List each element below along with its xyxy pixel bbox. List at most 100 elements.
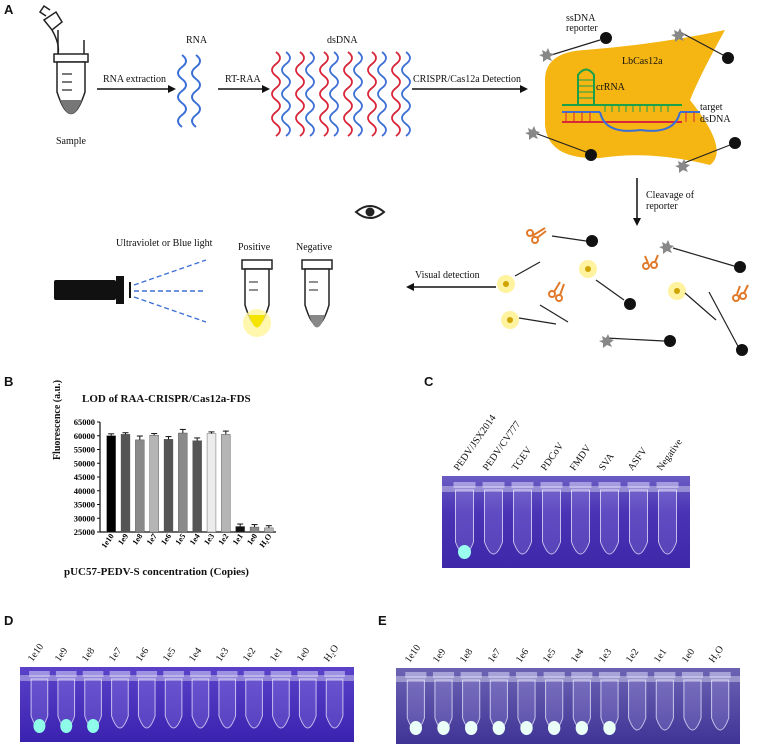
scissors-icon: [526, 227, 749, 302]
tube: [455, 489, 474, 555]
chart-ytick-label: 60000: [74, 431, 95, 441]
chart-ytick-label: 50000: [74, 458, 95, 468]
tube-label: 1e6: [513, 646, 531, 665]
chart-xtick-label: 1e8: [130, 532, 144, 547]
fluorescent-signal: [575, 721, 589, 735]
tube-label: 1e3: [596, 646, 614, 665]
tube-label: Negative: [654, 437, 685, 473]
label-sample: Sample: [56, 136, 86, 147]
chart-bar: [106, 435, 116, 533]
chart-xtick-label: 1e3: [202, 532, 216, 547]
tube-label: H₂O: [707, 643, 727, 665]
label-rt-raa: RT-RAA: [225, 74, 261, 85]
fluorescent-signal: [547, 721, 561, 735]
crrna-target-duplex: [562, 68, 700, 132]
chart-bar: [120, 434, 131, 533]
chart-title: LOD of RAA-CRISPR/Cas12a-FDS: [82, 393, 251, 405]
fluorescent-signal: [464, 721, 478, 735]
tube-label: 1e6: [133, 645, 152, 664]
tube-label: 1e4: [568, 646, 587, 665]
tube-label: 1e10: [26, 641, 47, 664]
tube-label: PDCoV: [538, 440, 566, 473]
tube: [164, 678, 183, 729]
tube-label: 1e9: [430, 646, 448, 665]
label-target: target: [700, 102, 723, 113]
panel-label-e: E: [378, 613, 387, 628]
tube-label: 1e4: [187, 645, 205, 664]
chart-bar: [221, 434, 231, 533]
tube-label: 1e8: [80, 645, 98, 664]
panel-label-b: B: [4, 374, 14, 389]
label-rna: RNA: [186, 35, 208, 46]
tube-label: 1e9: [53, 645, 71, 664]
tube: [325, 678, 344, 729]
tube: [571, 489, 590, 555]
cas12a-protein-shape: [545, 30, 725, 165]
chart-xtick-label: 1e4: [188, 532, 202, 547]
tube-label: 1e10: [402, 642, 423, 665]
tube: [137, 678, 156, 729]
tube-label: 1e3: [214, 645, 232, 664]
label-crispr-detection: CRISPR/Cas12a Detection: [413, 74, 522, 85]
chart-bar: [206, 433, 217, 533]
tube: [655, 679, 674, 731]
tube-label: 1e7: [485, 646, 504, 665]
fluorescent-signal: [33, 719, 46, 733]
chart-bar: [235, 526, 245, 533]
specificity-tubes-photo: [442, 476, 690, 568]
negative-tube-icon: [301, 259, 333, 328]
chart-bar: [264, 527, 274, 533]
chart-xtick-label: 1e10: [100, 532, 116, 550]
eye-icon: [354, 205, 386, 219]
chart-xtick-label: 1e6: [159, 532, 173, 547]
panel-label-c: C: [424, 374, 434, 389]
tube-label: 1e8: [458, 646, 476, 665]
lod-tubes-photo-uv: [396, 668, 740, 744]
tube: [542, 489, 561, 555]
tube-label: 1e5: [541, 646, 559, 665]
tube-label: SVA: [596, 451, 617, 473]
chart-bar: [249, 526, 260, 533]
cleaved-reporters-scene: [497, 227, 749, 356]
chart-xlabel: pUC57-PEDV-S concentration (Copies): [64, 566, 249, 578]
chart-ytick-label: 40000: [74, 486, 95, 496]
chart-ytick-label: 45000: [74, 472, 95, 482]
lod-tubes-photo-blue: [20, 667, 354, 742]
label-dsdna: dsDNA: [327, 35, 358, 46]
tube: [484, 489, 503, 555]
positive-tube-icon: [241, 259, 273, 337]
tube: [683, 679, 702, 731]
fluorescent-signal: [603, 721, 616, 735]
chart-bar: [149, 435, 159, 533]
tube: [629, 489, 648, 555]
fluorescent-signal: [87, 719, 100, 733]
fluorescent-signal: [409, 721, 423, 735]
chart-bar: [192, 440, 202, 533]
chart-ytick-label: 25000: [74, 527, 95, 537]
chart-bar: [135, 439, 145, 533]
fluorescent-signal: [60, 719, 73, 733]
label-visual-detection: Visual detection: [415, 270, 480, 281]
label-ssdna-reporter: ssDNA reporter: [566, 13, 598, 34]
label-target-dsdna: dsDNA: [700, 114, 731, 125]
tube-label: ASFV: [625, 445, 650, 473]
tube: [191, 678, 210, 729]
fluorescent-signal: [458, 545, 471, 559]
tube: [111, 678, 129, 729]
tube-label: 1e2: [241, 645, 259, 664]
tube-label: FMDV: [567, 443, 594, 473]
chart-bar: [163, 439, 174, 533]
tube-label: 1e0: [679, 646, 697, 665]
tube-label: 1e7: [106, 645, 125, 664]
rna-strands: [177, 54, 201, 128]
tube: [272, 678, 290, 729]
tube: [298, 678, 317, 729]
fluorescent-signal: [520, 721, 533, 735]
chart-xtick-label: 1e1: [231, 532, 245, 547]
chart-ytick-label: 55000: [74, 445, 95, 455]
tube-label: 1e5: [160, 645, 178, 664]
panel-label-d: D: [4, 613, 14, 628]
flashlight-icon: [54, 259, 207, 323]
workflow-diagram: [38, 4, 749, 356]
label-negative: Negative: [296, 242, 333, 253]
